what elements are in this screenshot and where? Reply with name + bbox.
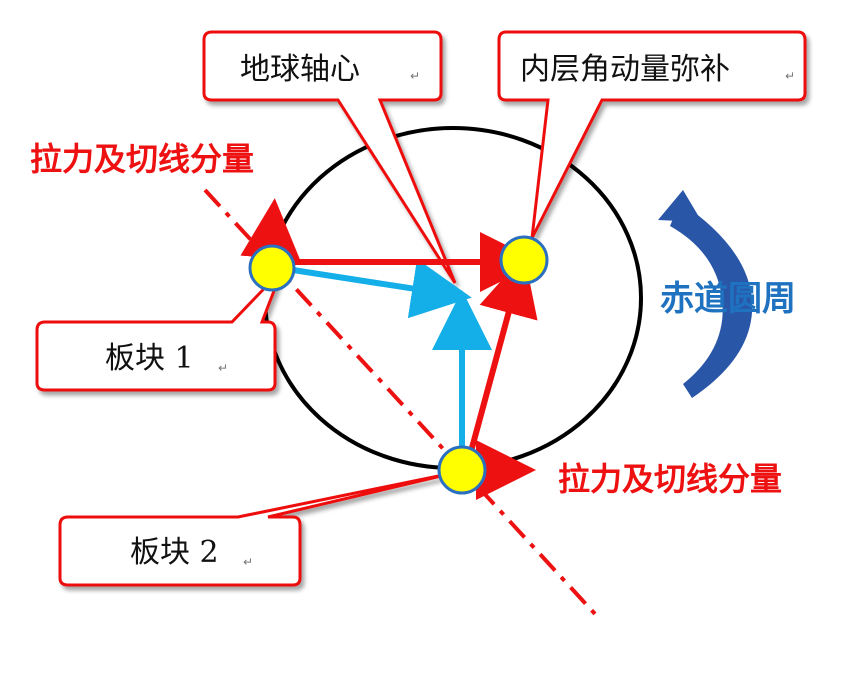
paragraph-mark-icon: ↵	[243, 555, 253, 569]
pull-tangent-label-right: 拉力及切线分量	[558, 460, 782, 498]
equator-label: 赤道圆周	[660, 279, 796, 319]
callout-plate1	[35, 268, 284, 392]
callout-plate2-text: 板块 2	[130, 535, 219, 570]
blue-vector-plate1-to-axis	[279, 258, 472, 319]
earth-circle	[263, 126, 643, 470]
callout-earth-axis	[202, 30, 457, 284]
plate1-marker	[248, 244, 296, 292]
callout-inner-layer-text: 内层角动量弥补	[520, 52, 730, 87]
callout-plate2	[58, 470, 459, 587]
plate2-marker	[437, 445, 487, 495]
callout-earth-axis-text: 地球轴心	[240, 52, 360, 87]
callout-plate1-text: 板块 1	[105, 341, 194, 376]
equator-rotation-arrow	[658, 190, 753, 398]
paragraph-mark-icon: ↵	[218, 361, 228, 375]
inner-layer-marker	[499, 235, 549, 285]
paragraph-mark-icon: ↵	[410, 69, 420, 83]
red-vector-plate2-to-inner	[463, 254, 538, 471]
paragraph-mark-icon: ↵	[785, 69, 795, 83]
callout-inner-layer	[497, 30, 807, 239]
pull-tangent-label-top: 拉力及切线分量	[30, 140, 254, 178]
